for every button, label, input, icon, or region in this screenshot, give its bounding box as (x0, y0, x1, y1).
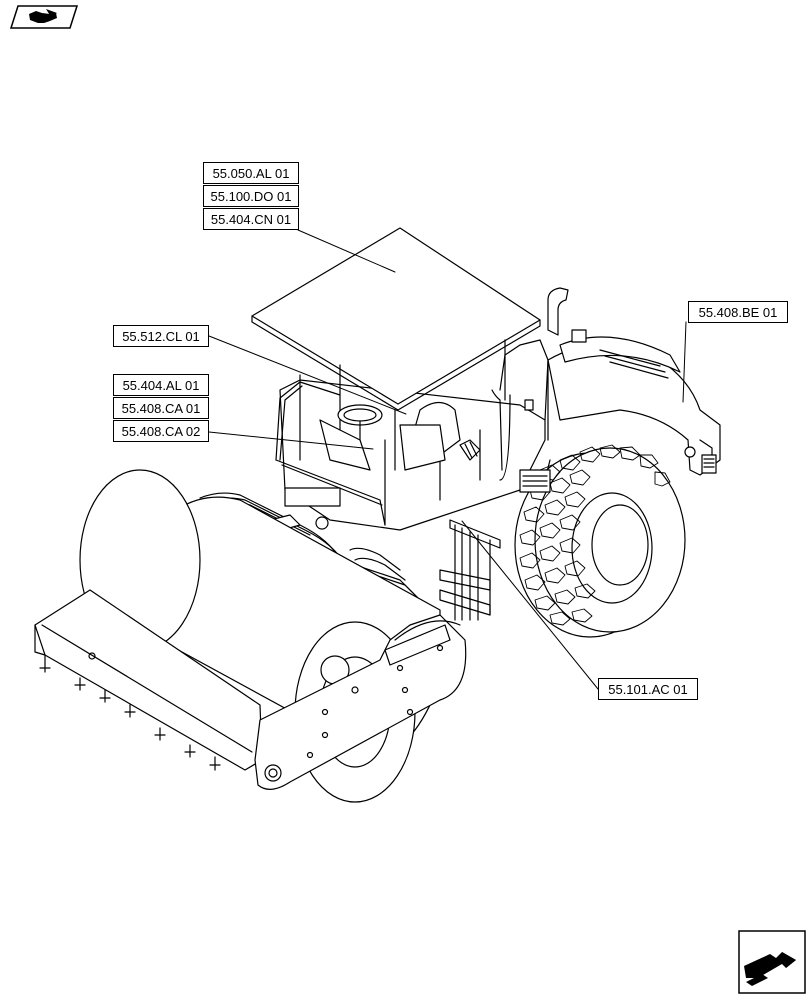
engine-hood (547, 336, 721, 476)
exhaust-pipe (547, 287, 587, 343)
arrow-left-page-icon (9, 5, 79, 29)
cab-roof (251, 227, 541, 471)
arrow-right-page-icon (738, 930, 806, 994)
ref-label-console-3[interactable]: 55.408.CA 02 (113, 420, 209, 442)
leader-lines (208, 229, 687, 690)
rear-tire (514, 444, 686, 638)
ref-label-steering[interactable]: 55.512.CL 01 (113, 325, 209, 347)
operator-station (284, 401, 481, 530)
guard-rails (275, 381, 511, 526)
ref-label-cab-roof-2[interactable]: 55.100.DO 01 (203, 185, 299, 207)
access-steps (439, 519, 501, 621)
ref-label-rear-frame[interactable]: 55.408.BE 01 (688, 301, 788, 323)
previous-page-button[interactable] (9, 5, 79, 29)
ref-label-cab-roof-1[interactable]: 55.050.AL 01 (203, 162, 299, 184)
ref-label-cab-roof-3[interactable]: 55.404.CN 01 (203, 208, 299, 230)
ref-label-step-area[interactable]: 55.101.AC 01 (598, 678, 698, 700)
next-page-button[interactable] (738, 930, 806, 994)
drum-frame (34, 589, 467, 790)
ref-label-console-2[interactable]: 55.408.CA 01 (113, 397, 209, 419)
ref-label-console-1[interactable]: 55.404.AL 01 (113, 374, 209, 396)
